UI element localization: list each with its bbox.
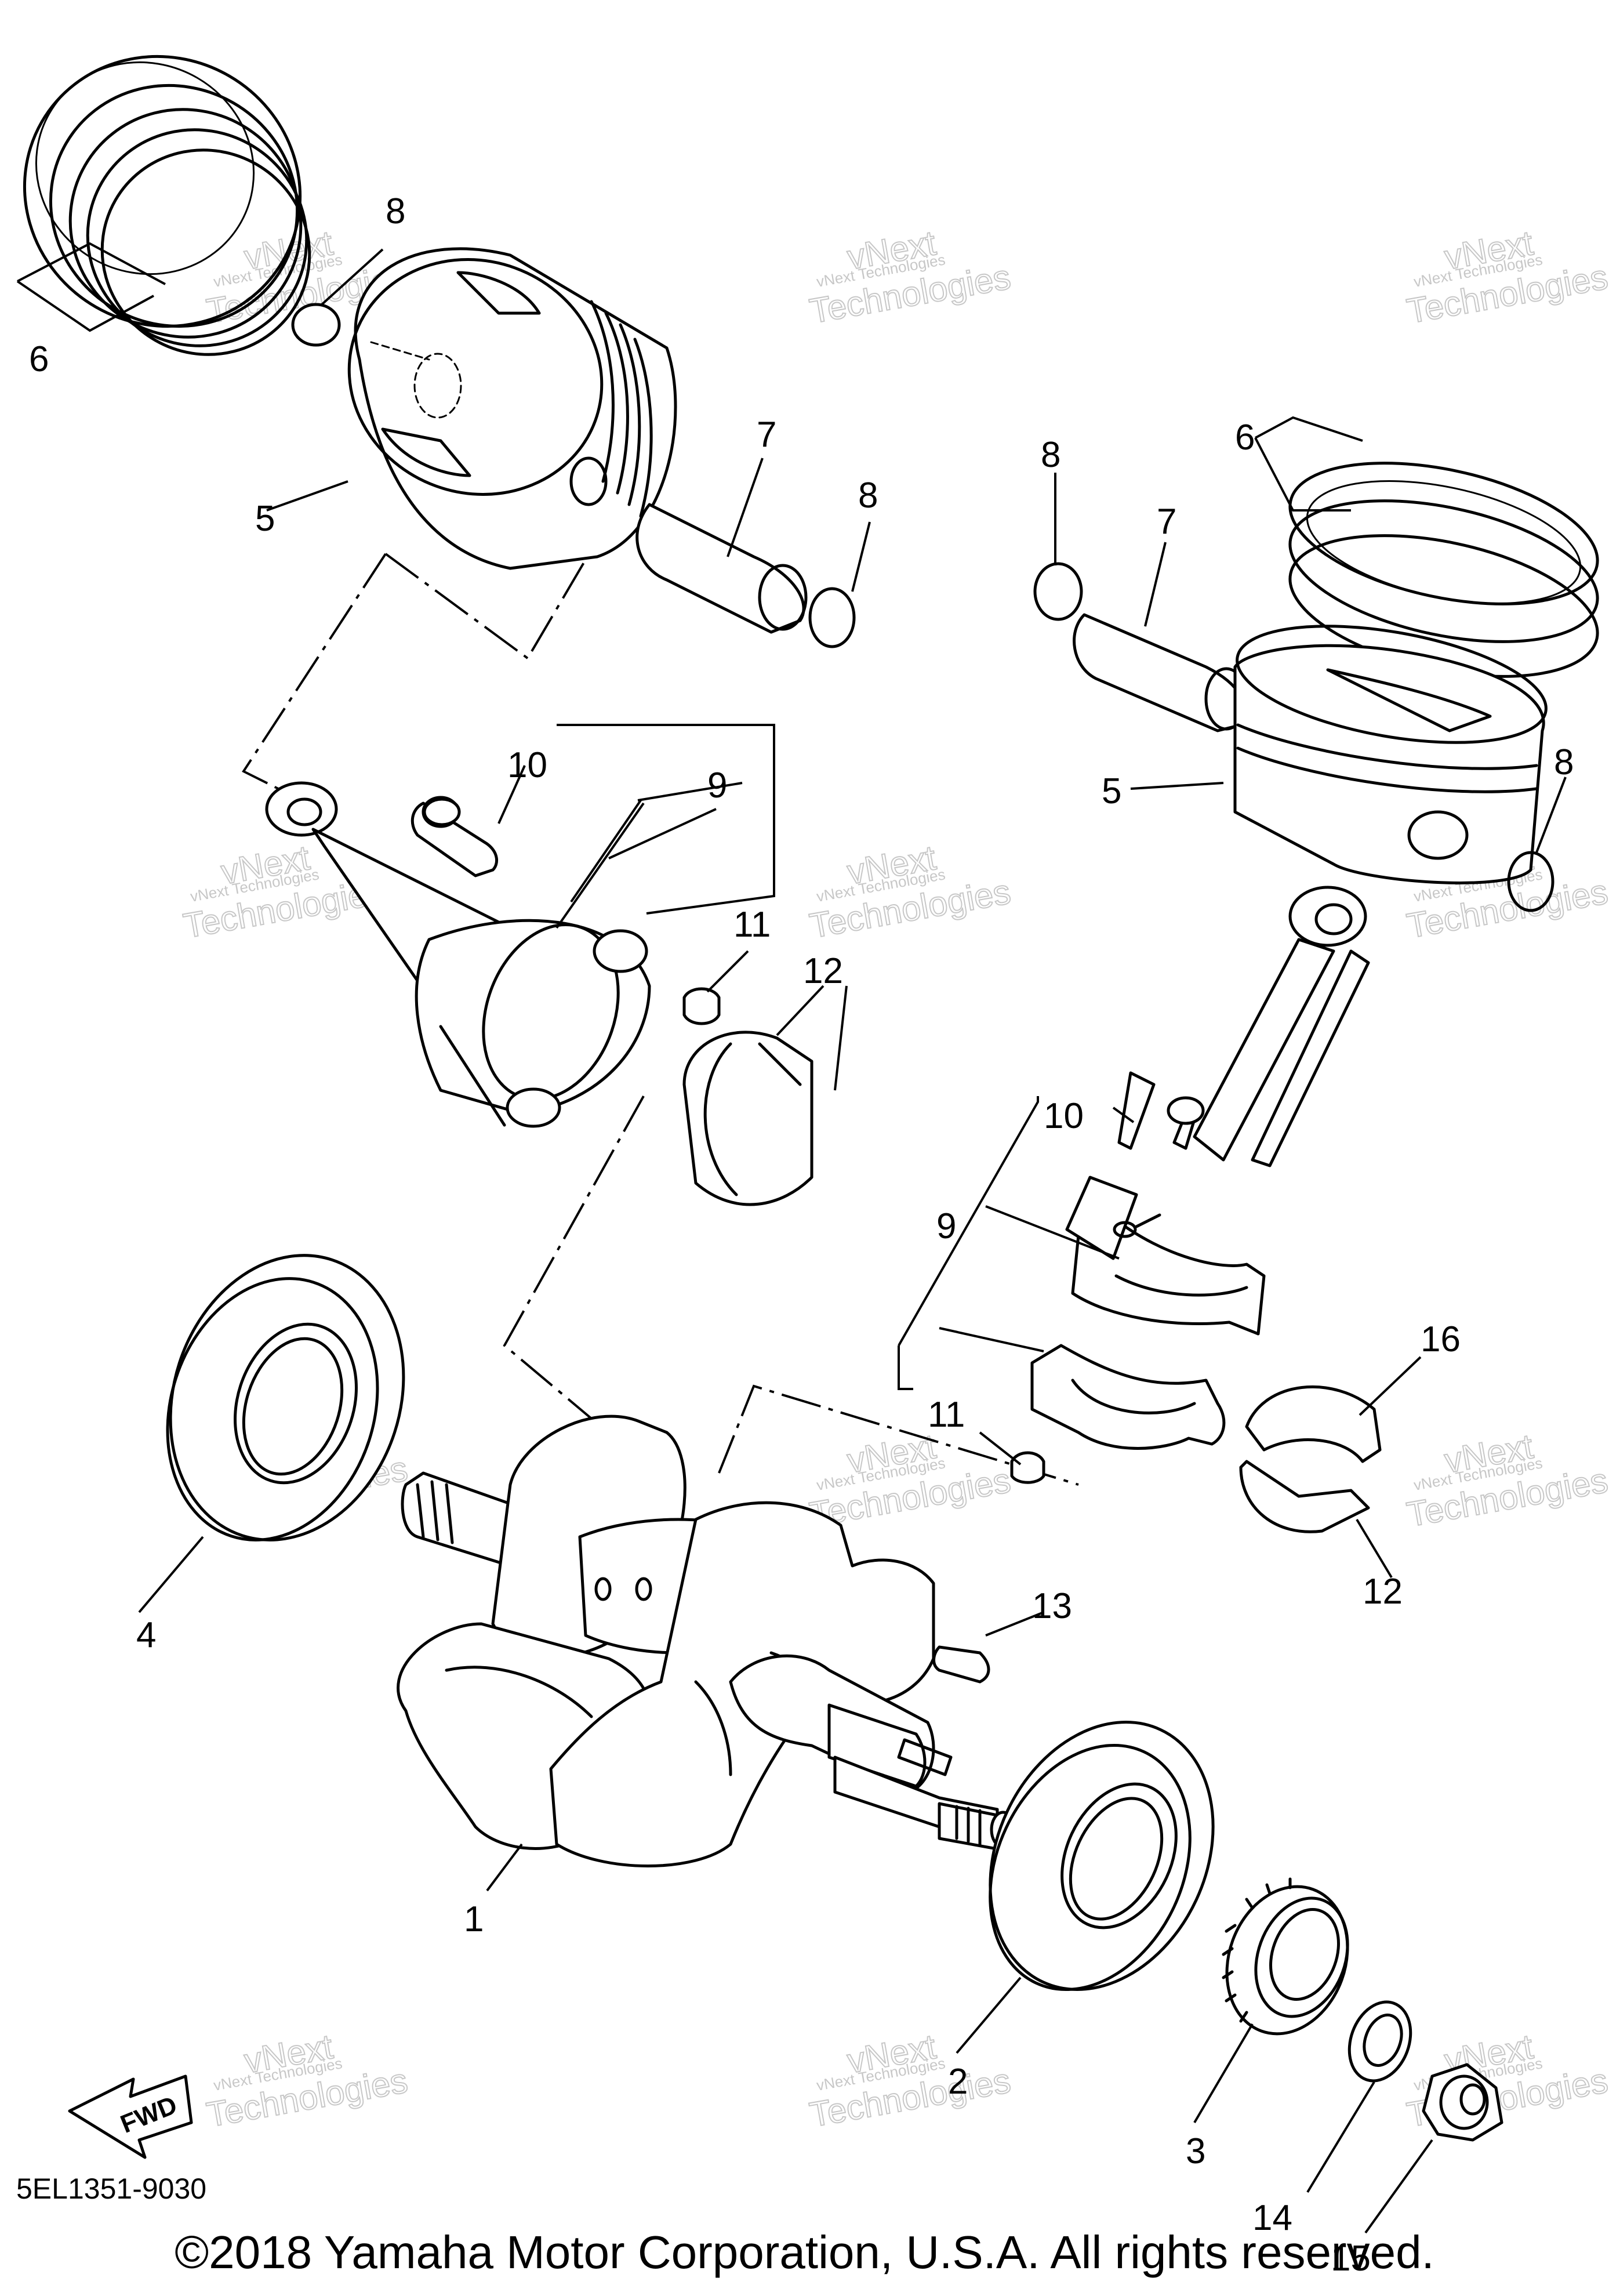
callout-labels: 6 8 5 7 8 8 7 6 5 8 10 9 11 12 10 9 16 1… bbox=[29, 191, 1574, 2279]
callout-12: 12 bbox=[1363, 1572, 1403, 1612]
callout-7: 7 bbox=[1157, 502, 1176, 542]
washer bbox=[1348, 2000, 1412, 2083]
callout-14: 14 bbox=[1252, 2198, 1292, 2238]
crank-nut bbox=[1422, 2063, 1503, 2142]
woodruff-key bbox=[932, 1645, 990, 1684]
callout-5: 5 bbox=[1102, 771, 1121, 811]
callout-10: 10 bbox=[1044, 1096, 1084, 1136]
fwd-arrow-icon: FWD bbox=[68, 2074, 193, 2159]
callout-11: 11 bbox=[928, 1395, 965, 1435]
connecting-rod-left bbox=[265, 781, 718, 1128]
rod-cap-right bbox=[1030, 1344, 1226, 1450]
piston-pin-left bbox=[291, 303, 856, 648]
main-bearing-left bbox=[166, 1254, 405, 1541]
callout-8: 8 bbox=[1554, 742, 1574, 782]
callout-8: 8 bbox=[858, 476, 878, 516]
callout-2: 2 bbox=[948, 2062, 968, 2102]
leader-lines bbox=[16, 242, 1567, 2234]
alignment-lines bbox=[242, 509, 1079, 1486]
callout-6: 6 bbox=[29, 339, 49, 379]
copyright-notice: ©2018 Yamaha Motor Corporation, U.S.A. A… bbox=[175, 2226, 1434, 2278]
callout-3: 3 bbox=[1186, 2131, 1205, 2171]
callout-8: 8 bbox=[386, 191, 405, 231]
callout-10: 10 bbox=[507, 745, 547, 785]
callout-7: 7 bbox=[757, 415, 776, 455]
callout-8: 8 bbox=[1041, 435, 1060, 475]
callout-9: 9 bbox=[707, 766, 727, 806]
primary-gear bbox=[1222, 1877, 1349, 2036]
piston-rings-left bbox=[23, 55, 311, 356]
callout-6: 6 bbox=[1235, 418, 1255, 458]
callout-16: 16 bbox=[1421, 1319, 1461, 1359]
bearing-shells-left bbox=[682, 1031, 813, 1206]
crankshaft bbox=[397, 1414, 1016, 1867]
callout-9: 9 bbox=[936, 1206, 956, 1246]
main-bearing-right bbox=[989, 1721, 1215, 1992]
callout-5: 5 bbox=[255, 499, 275, 539]
piston-rings-right bbox=[1288, 462, 1599, 678]
callout-12: 12 bbox=[803, 951, 843, 991]
diagram-part-code: 5EL1351-9030 bbox=[16, 2172, 207, 2205]
clip-8-right bbox=[1507, 851, 1554, 912]
piston-left bbox=[347, 247, 677, 570]
callout-1: 1 bbox=[464, 1899, 484, 1939]
piston-right bbox=[1233, 625, 1548, 884]
callout-11: 11 bbox=[733, 905, 771, 945]
rod-bolts bbox=[423, 797, 1205, 1484]
callout-15: 15 bbox=[1331, 2239, 1371, 2279]
connecting-rod-right bbox=[1065, 886, 1370, 1336]
piston-pin-right bbox=[1033, 562, 1248, 732]
bearing-shells-right bbox=[1239, 1385, 1382, 1533]
callout-4: 4 bbox=[136, 1615, 156, 1655]
callout-13: 13 bbox=[1032, 1586, 1072, 1626]
